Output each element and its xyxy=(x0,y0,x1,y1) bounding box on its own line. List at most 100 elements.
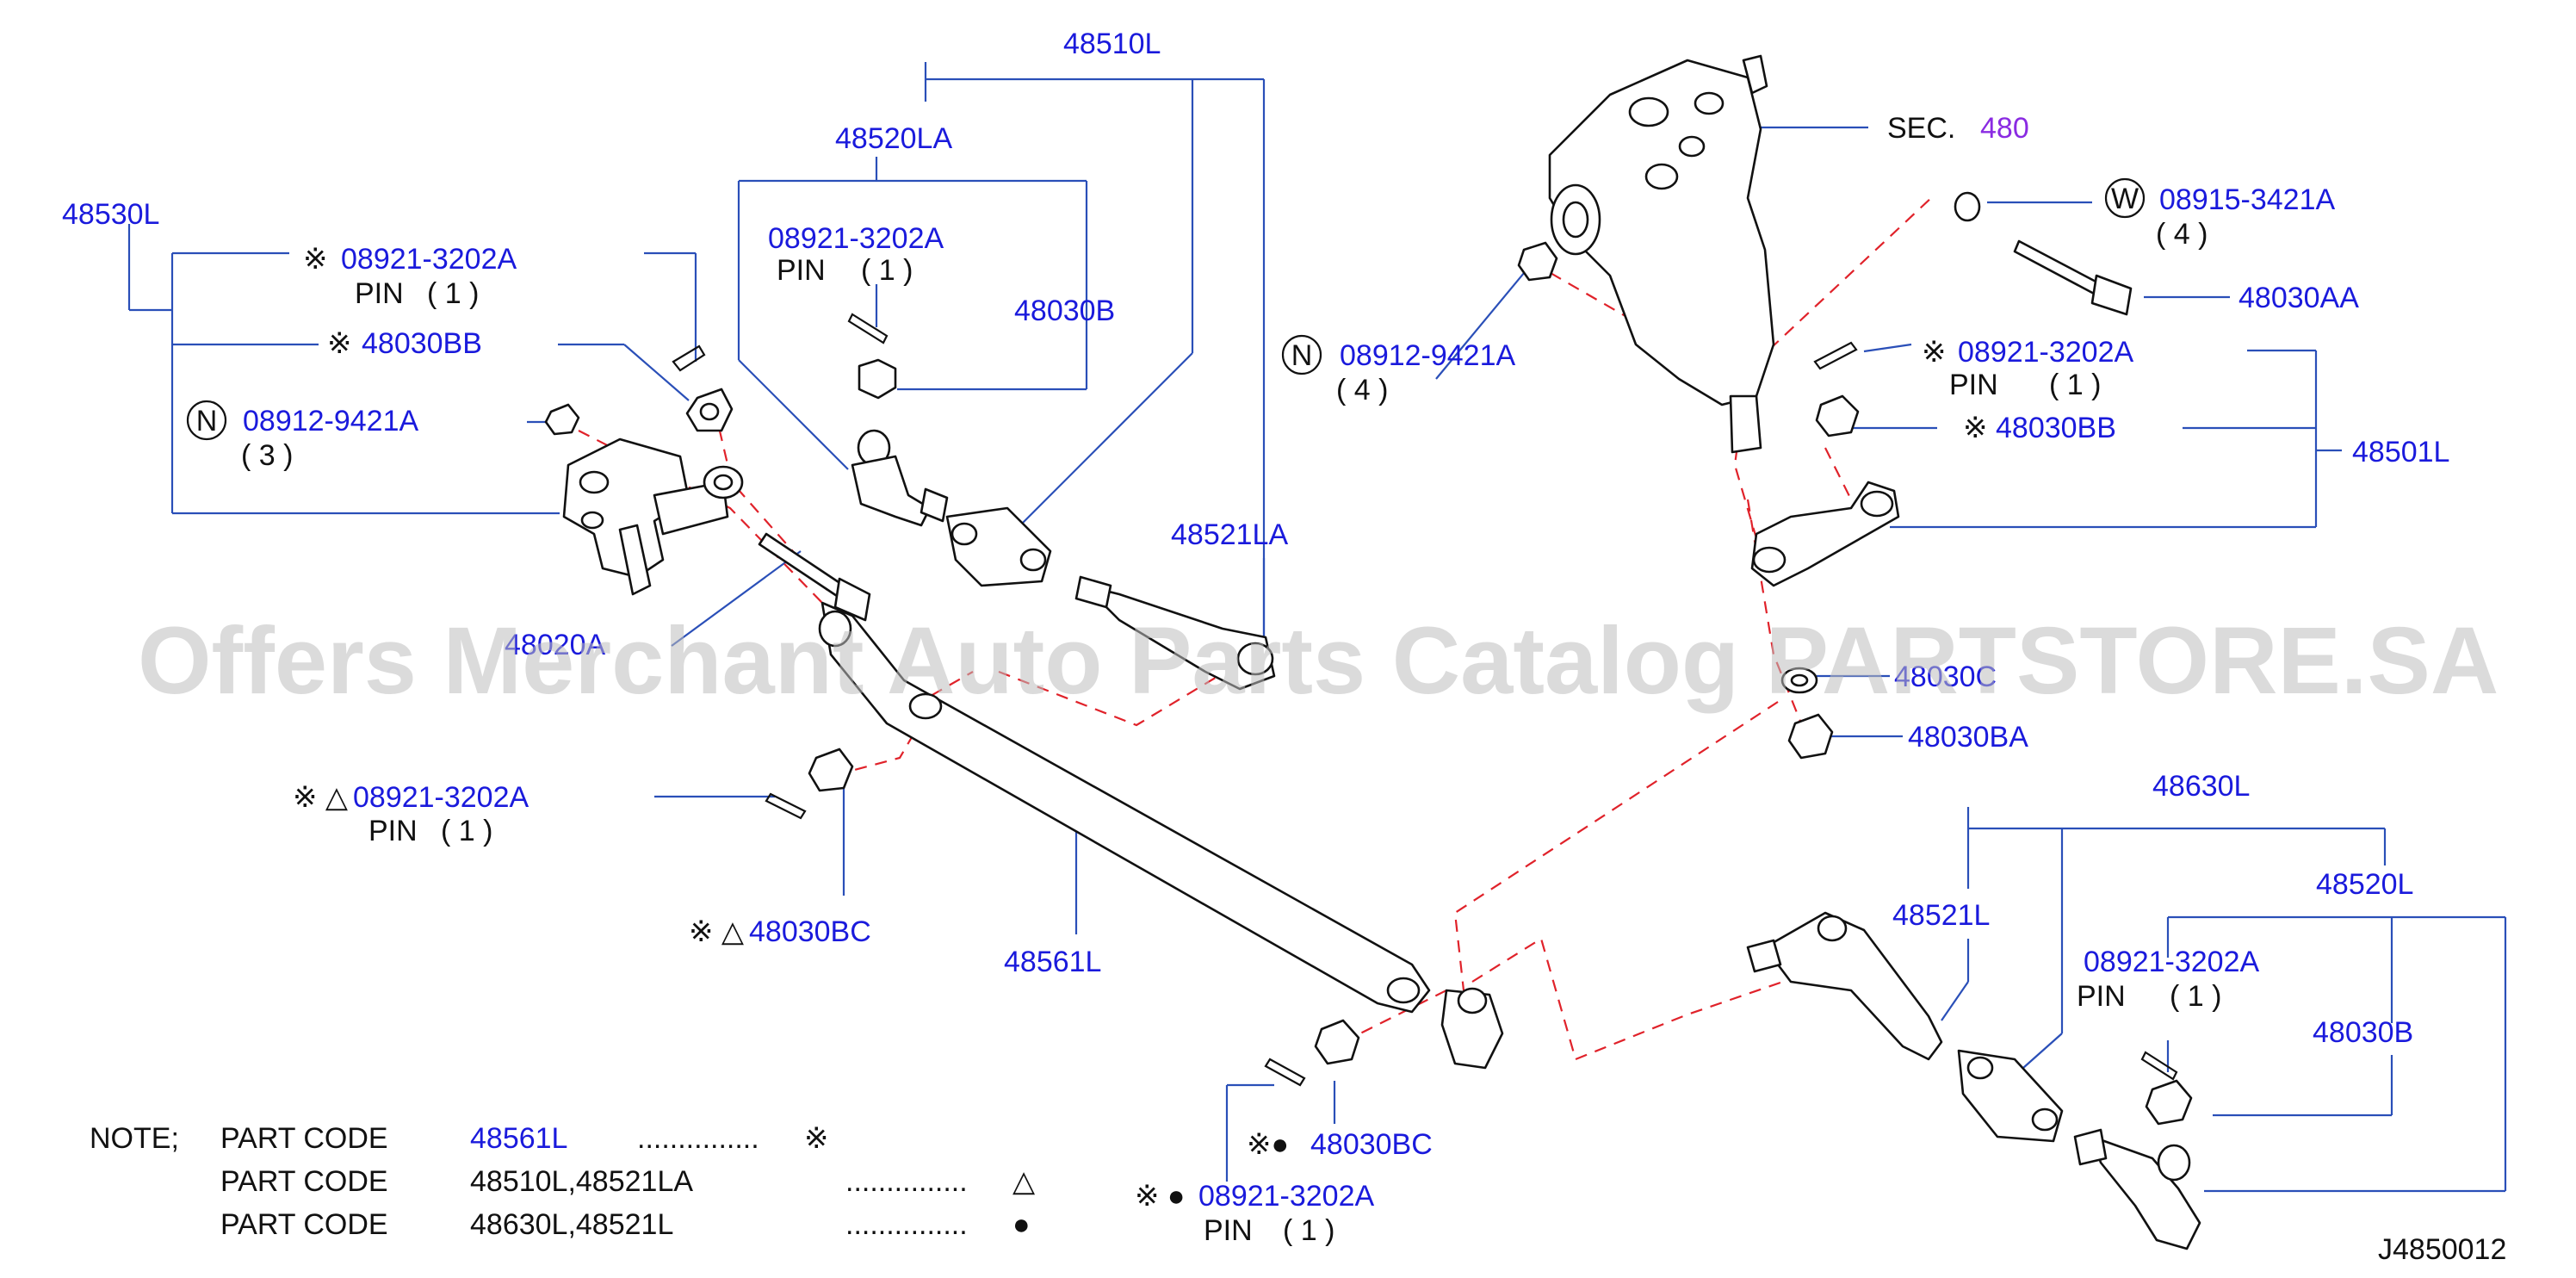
marker-w-right-text: W xyxy=(2111,183,2139,215)
sleeve-clamp-48630L xyxy=(1957,1049,2064,1143)
marker-w-right: W xyxy=(2104,177,2146,219)
note-row-1-codes: 48561L xyxy=(470,1122,567,1155)
nut-48030BA xyxy=(1787,713,1834,760)
label-08921-left: 08921-3202A xyxy=(341,243,517,276)
cotter-pin-left xyxy=(672,344,706,372)
marker-n-center: N xyxy=(1281,334,1322,375)
note-row-3-codes: 48630L,48521L xyxy=(470,1208,673,1241)
nut-48030BC-tri xyxy=(808,748,854,792)
tie-rod-end-48521LA xyxy=(1074,575,1276,691)
label-48030BC-dot: 48030BC xyxy=(1310,1128,1433,1161)
label-pin-dot: PIN xyxy=(1204,1214,1253,1247)
cotter-pin-top xyxy=(847,313,889,344)
mark-48030BC-dot: ※● xyxy=(1247,1128,1289,1161)
diagram-code: J4850012 xyxy=(2378,1233,2506,1266)
label-48530L: 48530L xyxy=(62,198,159,231)
label-pin-tri: PIN xyxy=(368,815,418,847)
note-row-2-dots: ............... xyxy=(845,1165,968,1198)
pitman-arm-48501L xyxy=(1750,481,1900,587)
label-sec: SEC. xyxy=(1887,112,1955,145)
label-48030B-top: 48030B xyxy=(1014,295,1115,327)
steering-gear-box xyxy=(1548,54,1775,454)
label-08921-tri: 08921-3202A xyxy=(353,781,529,814)
mark-48030BB-left: ※ xyxy=(327,327,352,360)
nut-48030BB-right xyxy=(1815,394,1860,437)
washer-48030C xyxy=(1780,667,1818,694)
label-qty-top: ( 1 ) xyxy=(861,254,913,287)
label-48020A: 48020A xyxy=(505,629,606,661)
mark-08921-dot: ※ ● xyxy=(1135,1180,1185,1213)
nut-48030B-top xyxy=(858,358,897,400)
label-qty-tri: ( 1 ) xyxy=(441,815,492,847)
washer-08912-center xyxy=(1517,241,1558,282)
label-qty-br: ( 1 ) xyxy=(2170,980,2221,1013)
label-48521L: 48521L xyxy=(1892,899,1990,932)
label-48030BB-right: 48030BB xyxy=(1996,412,2116,444)
note-heading: NOTE; xyxy=(90,1122,179,1155)
sleeve-clamp-48510L xyxy=(945,506,1052,587)
note-row-3-dots: ............... xyxy=(845,1208,968,1241)
label-48030B-br: 48030B xyxy=(2313,1016,2413,1049)
cotter-pin-dot xyxy=(1264,1058,1306,1087)
label-48030C: 48030C xyxy=(1894,661,1997,693)
label-qty-left: ( 1 ) xyxy=(427,277,479,310)
marker-n-center-text: N xyxy=(1291,339,1313,372)
note-table: NOTE; PART CODE 48561L ............... ※… xyxy=(90,1122,1036,1241)
washer-08915 xyxy=(1954,191,1981,222)
bolt-48020A xyxy=(758,532,871,622)
label-qty-w: ( 4 ) xyxy=(2156,218,2208,251)
note-row-2-symbol: △ xyxy=(1012,1165,1036,1198)
label-qty-n-left: ( 3 ) xyxy=(241,439,293,472)
tie-rod-end-48520LA xyxy=(851,429,949,527)
label-48030BB-left: 48030BB xyxy=(362,327,482,360)
label-48521LA: 48521LA xyxy=(1171,518,1288,551)
nut-48030B-bottom xyxy=(2145,1079,2193,1126)
label-08912-left: 08912-9421A xyxy=(243,405,419,437)
label-08912-center: 08912-9421A xyxy=(1340,339,1516,372)
part-labels: 48510L 48520LA 48530L 08921-3202A PIN ( … xyxy=(62,28,2506,1266)
label-08921-dot: 08921-3202A xyxy=(1198,1180,1375,1213)
label-48030AA: 48030AA xyxy=(2239,282,2359,314)
leader-lines xyxy=(127,62,2507,1193)
tie-rod-end-48521L xyxy=(1746,911,1943,1061)
mark-08921-tri: ※ △ xyxy=(293,781,349,814)
mark-48030BB-right: ※ xyxy=(1963,412,1988,444)
cotter-pin-bottom xyxy=(2140,1051,2178,1081)
note-row-2-label: PART CODE xyxy=(220,1165,388,1198)
label-08921-right: 08921-3202A xyxy=(1958,336,2134,369)
label-qty-n-center: ( 4 ) xyxy=(1336,374,1388,406)
marker-n-left: N xyxy=(186,400,227,441)
mark-08921-right: ※ xyxy=(1922,336,1947,369)
watermark: Offers Merchant Auto Parts Catalog PARTS… xyxy=(138,608,2499,714)
nut-48030BC-dot xyxy=(1314,1019,1360,1065)
note-row-1-symbol: ※ xyxy=(804,1122,829,1155)
note-row-1-dots: ............... xyxy=(637,1122,759,1155)
label-08915: 08915-3421A xyxy=(2159,183,2336,216)
bolt-48030AA xyxy=(2013,239,2133,316)
label-48630L: 48630L xyxy=(2152,770,2250,803)
label-48501L: 48501L xyxy=(2352,436,2449,468)
label-08921-top: 08921-3202A xyxy=(768,222,944,255)
marker-n-left-text: N xyxy=(196,405,218,437)
note-row-3-label: PART CODE xyxy=(220,1208,388,1241)
cotter-pin-tri xyxy=(765,792,807,820)
tie-rod-end-48520L xyxy=(2073,1128,2201,1250)
label-48030BC-tri: 48030BC xyxy=(749,915,871,948)
note-row-1-label: PART CODE xyxy=(220,1122,388,1155)
label-48561L: 48561L xyxy=(1004,946,1101,978)
label-qty-right: ( 1 ) xyxy=(2049,369,2101,401)
idler-arm-bracket-48530L xyxy=(562,437,744,596)
label-sec-480[interactable]: 480 xyxy=(1980,112,2029,145)
nut-48030BB-left xyxy=(685,388,734,432)
label-qty-dot: ( 1 ) xyxy=(1283,1214,1334,1247)
center-link-48561L xyxy=(818,601,1504,1070)
cotter-pin-right xyxy=(1813,341,1858,370)
label-pin-top: PIN xyxy=(777,254,826,287)
mark-48030BC-tri: ※ △ xyxy=(689,915,745,948)
label-pin-right: PIN xyxy=(1949,369,1998,401)
mark-08921-left: ※ xyxy=(303,243,328,276)
label-pin-br: PIN xyxy=(2077,980,2126,1013)
label-48520LA: 48520LA xyxy=(835,122,952,155)
note-row-3-symbol: ● xyxy=(1012,1208,1031,1241)
